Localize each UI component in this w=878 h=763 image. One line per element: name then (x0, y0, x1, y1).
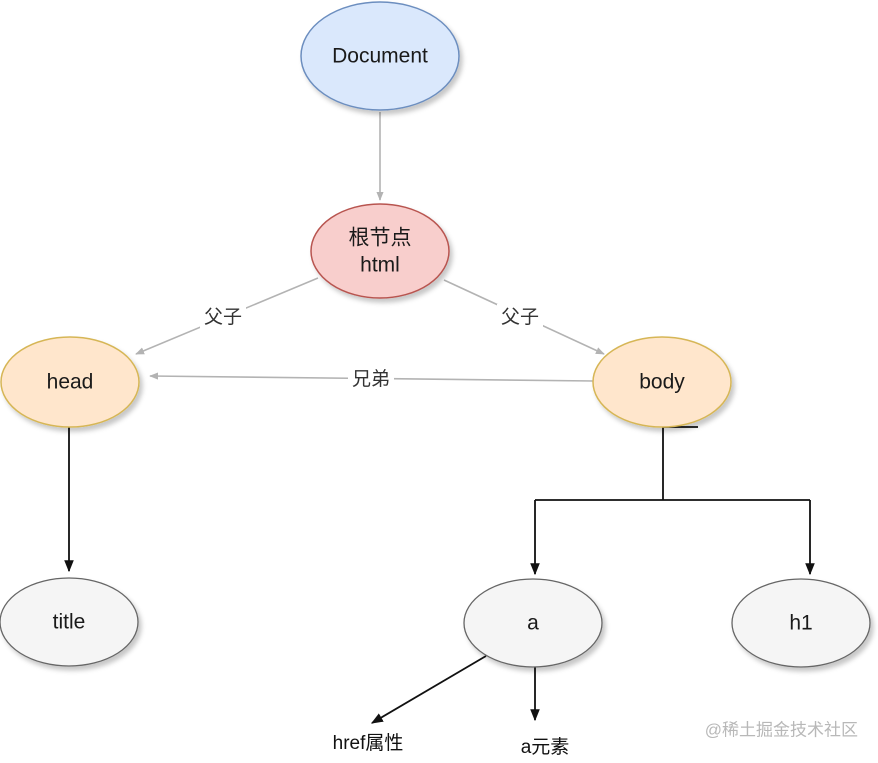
node-html: 根节点 html (310, 203, 450, 299)
node-title-label: title (53, 611, 86, 634)
node-a-label: a (527, 612, 539, 635)
edge-label-bg (497, 304, 543, 332)
node-h1: h1 (731, 578, 871, 668)
node-head-label: head (47, 371, 94, 394)
edge-label-bg (348, 366, 394, 394)
node-document: Document (300, 1, 460, 111)
edge-label-html-body: 父子 (501, 307, 539, 328)
edge-a-href (370, 655, 487, 724)
leaf-href-attribute: href属性 (333, 732, 404, 754)
node-title: title (0, 577, 139, 667)
edge-label-bg (200, 304, 246, 332)
node-document-label: Document (332, 45, 428, 68)
node-body: body (592, 336, 732, 428)
edge-label-body-head: 兄弟 (352, 368, 390, 390)
node-h1-label: h1 (789, 612, 812, 635)
leaf-a-element: a元素 (521, 736, 570, 758)
node-body-label: body (639, 371, 685, 394)
edge-body-children-trunk (535, 426, 810, 501)
node-a: a (463, 578, 603, 668)
edge-label-html-head: 父子 (204, 307, 242, 328)
node-html-label-line1: 根节点 (349, 227, 412, 250)
watermark: @稀土掘金技术社区 (705, 720, 858, 739)
node-html-label-line2: html (360, 254, 400, 277)
node-head: head (0, 336, 140, 428)
